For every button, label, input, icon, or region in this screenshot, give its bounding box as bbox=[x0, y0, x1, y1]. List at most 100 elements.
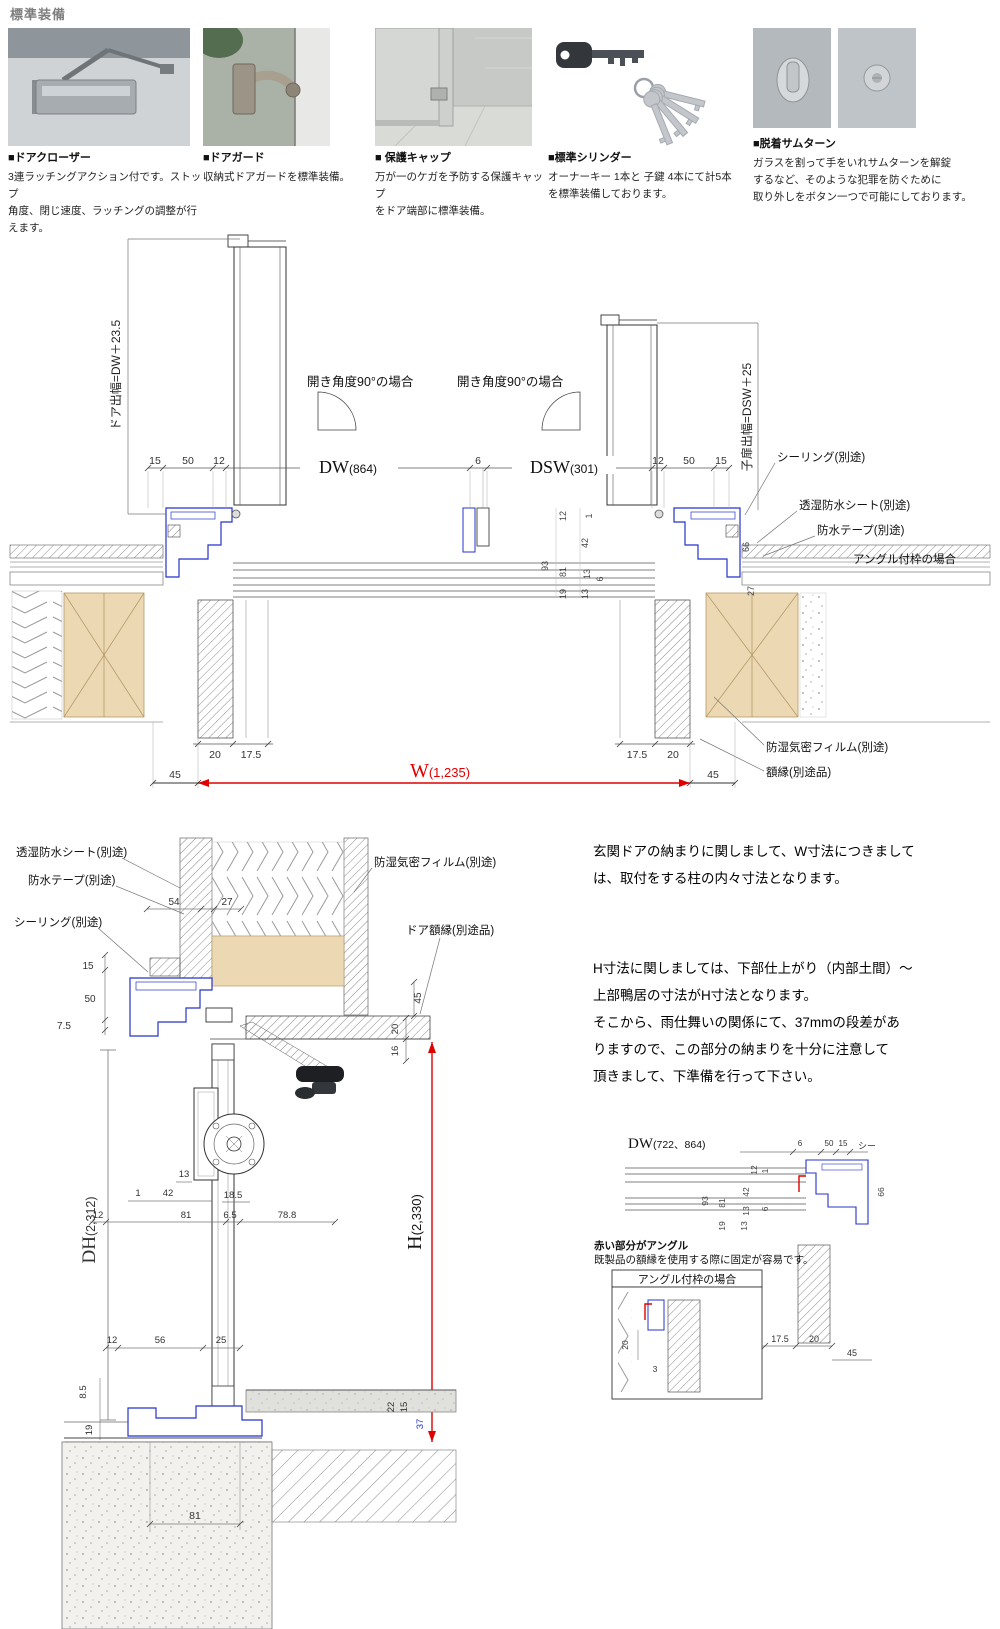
plan-w-dimension: 45 45 W(1,235) bbox=[149, 722, 739, 788]
detail-dim-dw: DW(722、864) bbox=[628, 1136, 706, 1152]
caption-line: 収納式ドアガードを標準装備。 bbox=[203, 171, 350, 183]
photo-protection-cap bbox=[375, 28, 532, 146]
dim-label: 25 bbox=[216, 1335, 227, 1346]
dim-label: 6.5 bbox=[223, 1210, 236, 1221]
dim-label: 18.5 bbox=[224, 1190, 243, 1201]
dim-label: 6 bbox=[798, 1139, 803, 1148]
caption-door-closer: ■ドアクローザー 3連ラッチングアクション付です。ストップ 角度、閉じ速度、ラッ… bbox=[8, 150, 204, 237]
dim-dsw: DSW(301) bbox=[530, 457, 598, 477]
dim-label: 50 bbox=[84, 994, 96, 1005]
dim-label: 6 bbox=[760, 1206, 770, 1211]
open-angle-label-left: 開き角度90°の場合 bbox=[307, 374, 414, 389]
dim-label: 19 bbox=[558, 589, 568, 599]
section-door-handle bbox=[295, 1066, 344, 1099]
plan-sill-lines bbox=[233, 562, 655, 598]
detail-box-label: アングル付枠の場合 bbox=[638, 1272, 737, 1286]
section-right-small-dims bbox=[402, 978, 418, 1065]
plan-posts bbox=[197, 599, 691, 739]
plan-wood-blocks bbox=[63, 592, 827, 718]
plan-annotations: シーリング(別途) 透湿防水シート(別途) 防水テープ(別途) アングル付枠の場… bbox=[699, 450, 957, 779]
annotation-angle-case: アングル付枠の場合 bbox=[853, 552, 957, 566]
dh-value: (2,312) bbox=[84, 1196, 98, 1236]
dsw-label-bg bbox=[512, 456, 616, 474]
detail-stack-dims: 12 1 42 93 81 13 6 19 13 66 bbox=[700, 1165, 886, 1231]
section-lock bbox=[193, 1087, 265, 1181]
dim-label: 6 bbox=[475, 455, 481, 467]
dim-label: 6 bbox=[595, 576, 605, 581]
dim-label: 15 bbox=[149, 455, 161, 467]
annotation-sheet: 透湿防水シート(別途) bbox=[16, 845, 127, 859]
plan-door-leaf-main bbox=[227, 234, 287, 506]
dim-label: 45 bbox=[169, 769, 181, 781]
section-walls bbox=[179, 837, 369, 1016]
annotation-tape: 防水テープ(別途) bbox=[817, 523, 905, 537]
h-text: H bbox=[404, 1235, 426, 1249]
caption-line: ガラスを割って手をいれサムターンを解錠 bbox=[753, 157, 952, 169]
dim-dh: DH(2,312) bbox=[79, 1196, 100, 1263]
photo-thumbturn bbox=[753, 28, 916, 128]
annotation-film: 防湿気密フィルム(別途) bbox=[374, 855, 496, 869]
caption-line: 3連ラッチングアクション付です。ストップ bbox=[8, 171, 202, 200]
dw-value: (864) bbox=[349, 462, 377, 476]
annotation-frame-opt: 額縁(別途品) bbox=[766, 765, 831, 779]
detail-dw-value: (722、864) bbox=[653, 1139, 706, 1151]
dim-dw: DW(864) bbox=[319, 457, 377, 477]
dim-label: 13 bbox=[179, 1169, 190, 1180]
w-text: W bbox=[410, 760, 429, 782]
plan-walls bbox=[9, 544, 991, 723]
notes-h-dimension: H寸法に関しましては、下部仕上がり（内部土間）～ 上部鴨居の寸法がH寸法となりま… bbox=[593, 955, 983, 1090]
dim-label: 15 bbox=[715, 455, 727, 467]
dim-label: 8.5 bbox=[78, 1385, 89, 1398]
section-lower-dims: 12 56 25 bbox=[102, 1335, 244, 1352]
dw-label-bg bbox=[300, 456, 398, 474]
note-line: H寸法に関しましては、下部仕上がり（内部土間）～ bbox=[593, 961, 913, 976]
dw-text: DW bbox=[319, 457, 349, 477]
dim-label: 20 bbox=[209, 749, 221, 761]
detail-angle-red bbox=[644, 1303, 652, 1320]
dim-label: 45 bbox=[847, 1348, 857, 1358]
caption-cylinder: ■標準シリンダー オーナーキー 1本と 子鍵 4本にて計5本 を標準装備しており… bbox=[548, 150, 748, 203]
dim-label: 13 bbox=[582, 569, 592, 579]
dim-label: 15 bbox=[839, 1139, 848, 1148]
photo-door-closer bbox=[8, 28, 190, 146]
dim-label: 12 bbox=[93, 1210, 104, 1221]
dim-label: 7.5 bbox=[57, 1021, 71, 1032]
dim-label: 22 bbox=[386, 1402, 397, 1413]
section-top-dims bbox=[143, 905, 245, 913]
dim-door-projection: ドア出幅=DW＋23.5 bbox=[108, 319, 123, 430]
dim-label: 1 bbox=[584, 513, 594, 518]
caption-line: をドア端部に標準装備。 bbox=[375, 205, 491, 217]
w-value: (1,235) bbox=[429, 765, 470, 780]
dim-w: W(1,235) bbox=[410, 760, 470, 782]
plan-frame-right bbox=[654, 507, 741, 578]
plan-projection-dims bbox=[127, 238, 759, 515]
plan-frame-left bbox=[165, 507, 241, 578]
notes-w-dimension: 玄関ドアの納まりに関しまして、W寸法につきまして は、取付をする柱の内々寸法とな… bbox=[593, 838, 983, 892]
section-foundation bbox=[61, 1441, 457, 1629]
dim-label: 3 bbox=[653, 1364, 658, 1374]
dim-label: 78.8 bbox=[278, 1210, 297, 1221]
photo-cylinder-keys bbox=[548, 28, 730, 146]
plan-stack-dims: 12 1 42 93 81 13 6 19 13 66 27 bbox=[540, 508, 756, 599]
dim-label: 12 bbox=[652, 455, 664, 467]
note-line: りますので、この部分の納まりを十分に注意して bbox=[593, 1042, 890, 1057]
annotation-sealing: シーリング(別途) bbox=[777, 450, 865, 464]
photo-door-guard bbox=[203, 28, 330, 146]
dim-label: 12 bbox=[213, 455, 225, 467]
plan-bottom-small-labels: 20 17.5 17.5 20 bbox=[209, 749, 679, 761]
dsw-value: (301) bbox=[570, 462, 598, 476]
dim-label: 54 bbox=[168, 897, 180, 908]
section-lintel bbox=[210, 1015, 431, 1040]
dim-label: 20 bbox=[667, 749, 679, 761]
annotation-film: 防湿気密フィルム(別途) bbox=[766, 740, 888, 754]
dim-label: 20 bbox=[809, 1334, 819, 1344]
annotation-tape: 防水テープ(別途) bbox=[28, 873, 116, 887]
caption-door-guard: ■ドアガード 収納式ドアガードを標準装備。 bbox=[203, 150, 373, 186]
section-h-dim: H(2,330) bbox=[404, 1042, 436, 1442]
section-mid-dims: 13 1 42 18.5 12 81 6.5 78.8 bbox=[88, 1169, 339, 1226]
annotation-sheet: 透湿防水シート(別途) bbox=[799, 498, 910, 512]
annotation-truncated: シー bbox=[858, 1141, 876, 1151]
dim-label: 15 bbox=[82, 961, 94, 972]
plan-top-dim-line bbox=[144, 464, 733, 508]
caption-line: 取り外しをボタン一つで可能にしております。 bbox=[753, 191, 972, 203]
